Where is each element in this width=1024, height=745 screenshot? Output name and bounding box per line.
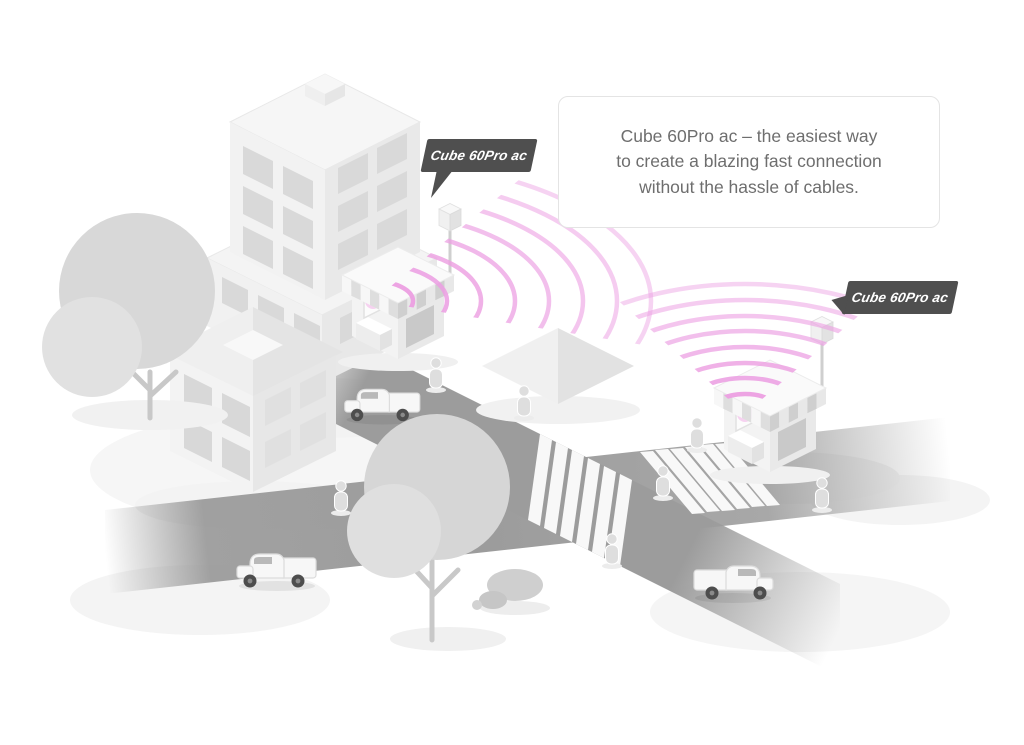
plaza-pyramid (476, 328, 640, 424)
device-label-left-text: Cube 60Pro ac (429, 148, 529, 163)
roof-flat-top (223, 330, 283, 360)
foreground-tree (347, 414, 510, 651)
office-building (205, 73, 439, 383)
bushes (472, 569, 550, 615)
info-card-line-3: without the hassle of cables. (639, 176, 859, 197)
info-card-line-2: to create a blazing fast connection (616, 151, 882, 172)
device-label-right-text: Cube 60Pro ac (850, 290, 950, 305)
left-tree-cluster (42, 213, 228, 430)
roof-right-face (253, 307, 343, 397)
wireless-signal-right (575, 281, 915, 414)
roof-left-face (163, 307, 253, 397)
crosswalk-upper (528, 434, 632, 566)
rooftop-unit (305, 74, 345, 106)
info-card: Cube 60Pro ac – the easiest way to creat… (558, 96, 940, 228)
info-card-line-1: Cube 60Pro ac – the easiest way (620, 125, 878, 146)
device-label-right: Cube 60Pro ac (841, 281, 959, 314)
tower-windows (243, 133, 407, 289)
device-label-left: Cube 60Pro ac (420, 139, 538, 172)
wireless-signal-left (373, 159, 654, 355)
